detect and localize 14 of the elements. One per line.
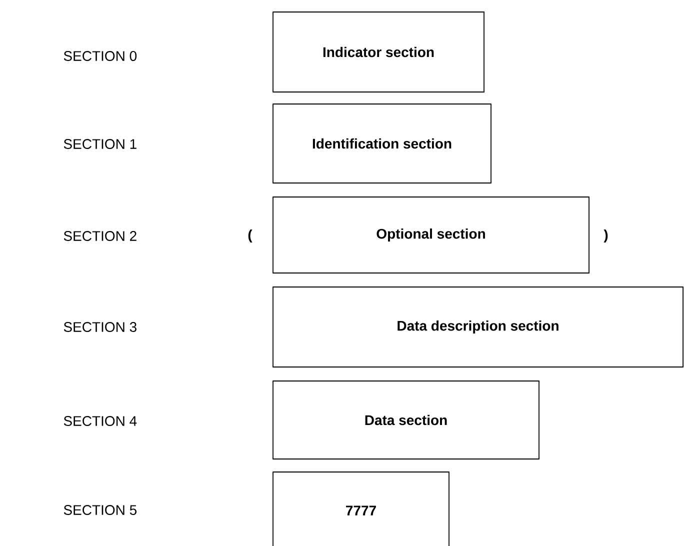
section-box: 7777: [272, 472, 450, 546]
section-label: SECTION 3: [64, 322, 136, 332]
section-label: SECTION 5: [64, 505, 136, 515]
section-label: SECTION 0: [64, 51, 137, 61]
section-box: Indicator section: [272, 12, 484, 92]
section-label: SECTION 2: [64, 231, 136, 241]
section-box: Data section: [272, 380, 540, 460]
section-box: Optional section: [272, 196, 590, 274]
section-box: Data description section: [272, 286, 684, 368]
section-box: Identification section: [272, 104, 492, 184]
bracket: (: [248, 229, 252, 243]
section-label: SECTION 4: [64, 416, 137, 426]
section-label: SECTION 1: [64, 139, 136, 149]
bracket: ): [604, 229, 608, 243]
